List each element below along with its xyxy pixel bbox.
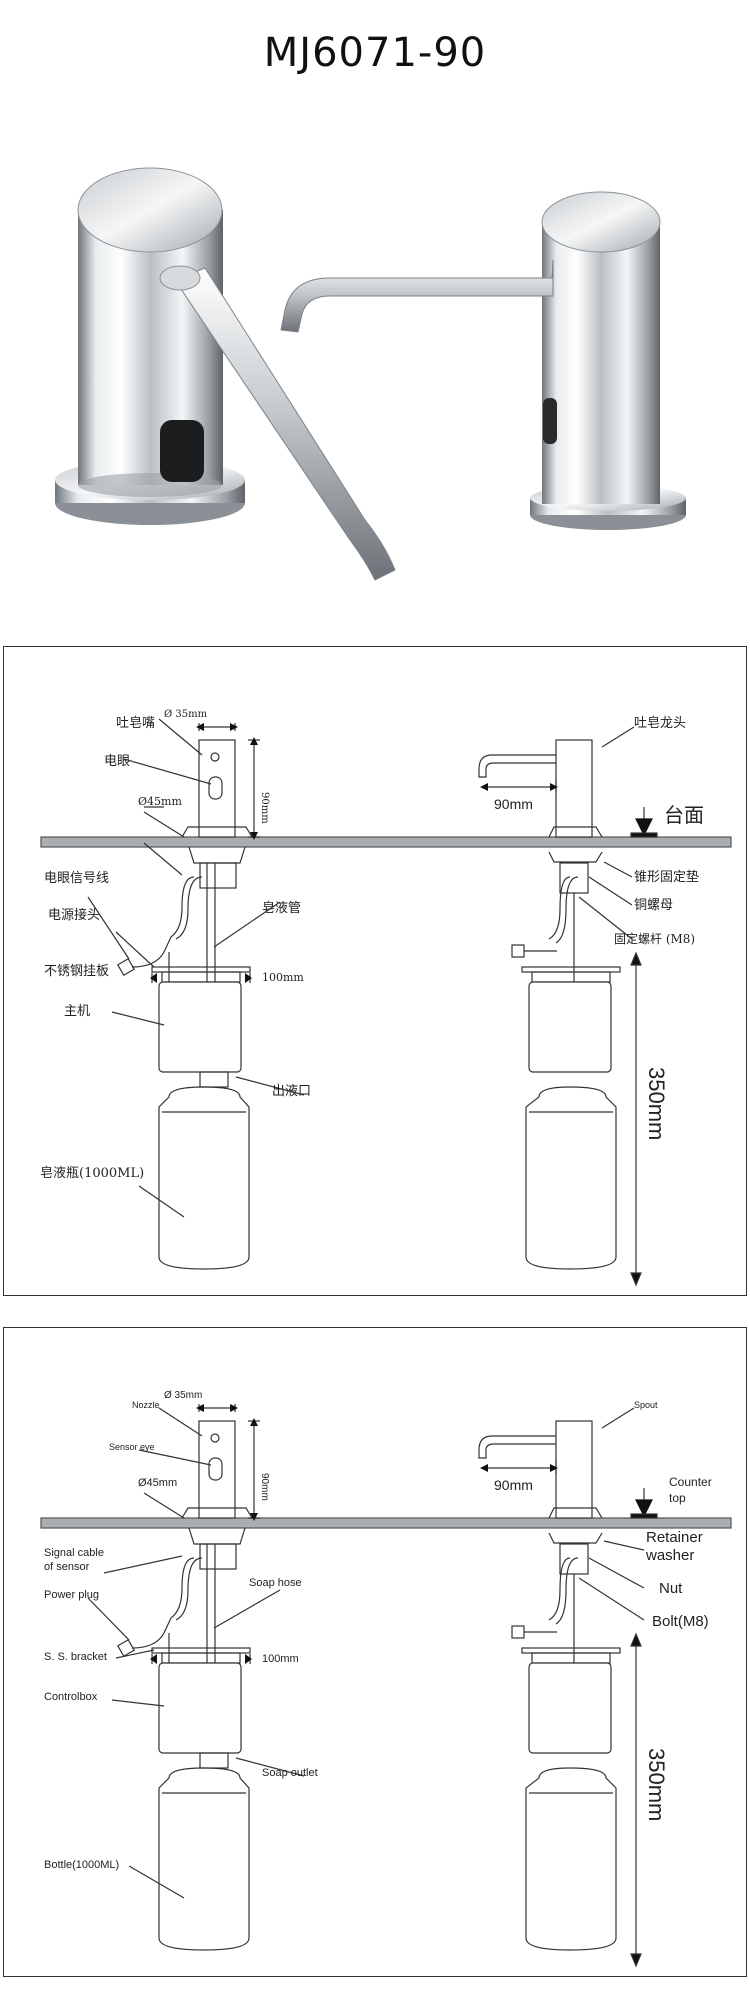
label-diameter-top: Ø 35mm [164,1390,202,1401]
label-controlbox: 主机 [64,1004,90,1019]
installation-diagram-english: Ø 35mm Nozzle Sensor eye 90mm Ø45mm Sign… [40,1390,732,1968]
label-bottle: Bottle(1000ML) [44,1859,119,1871]
label-bottle: 皂液瓶(1000ML) [40,1166,144,1181]
label-bracket-dim: 100mm [262,971,304,984]
label-height-dim: 90mm [259,792,270,824]
label-sensor-eye: 电眼 [104,754,130,769]
label-signal-cable-2: of sensor [44,1561,90,1573]
label-counter-top: 台面 [664,803,704,827]
label-power-plug: Power plug [44,1589,99,1601]
label-spout-dim: 90mm [494,1477,533,1493]
label-sensor-eye: Sensor eye [109,1442,155,1452]
label-counter-top-2: top [669,1491,686,1505]
soap-dispenser-photo [55,167,686,581]
label-diameter-top: Ø 35mm [164,709,208,720]
label-spout-dim: 90mm [494,796,533,812]
dispenser-right [280,191,686,530]
label-nut: 铜螺母 [634,898,673,913]
label-power-plug: 电源接头 [48,907,100,923]
label-soap-outlet: 出液口 [272,1084,311,1099]
label-bracket: 不锈钢挂板 [44,964,109,979]
dispenser-left [55,167,396,581]
label-retainer-washer-1: Retainer [646,1529,703,1546]
label-diameter-base: Ø45mm [138,795,182,808]
label-bolt: 固定螺杆 (M8) [614,931,695,946]
label-bracket: S. S. bracket [44,1651,107,1663]
label-height-dim: 90mm [259,1473,270,1501]
label-diameter-base: Ø45mm [138,1477,177,1489]
diagram-panel-english: Ø 35mm Nozzle Sensor eye 90mm Ø45mm Sign… [3,1327,747,1977]
label-signal-cable: 电眼信号线 [44,871,109,886]
product-photo [0,150,750,600]
label-total-dim: 350mm [644,1067,669,1140]
label-counter-top-1: Counter [669,1475,712,1489]
label-soap-outlet: Soap outlet [262,1767,318,1779]
label-soap-hose: 皂液管 [262,901,301,916]
label-signal-cable-1: Signal cable [44,1547,104,1559]
label-retainer-washer-2: washer [645,1547,694,1564]
label-spout: 吐皂龙头 [634,716,686,731]
label-nut: Nut [659,1580,683,1597]
label-nozzle: 吐皂嘴 [116,716,155,731]
label-spout: Spout [634,1400,658,1410]
label-controlbox: Controlbox [44,1691,98,1703]
diagram-panel-chinese: Ø 35mm 吐皂嘴 电眼 90mm Ø45mm 电眼信号线 电源接头 不锈钢挂… [3,646,747,1296]
installation-diagram-chinese: Ø 35mm 吐皂嘴 电眼 90mm Ø45mm 电眼信号线 电源接头 不锈钢挂… [40,709,732,1287]
label-soap-hose: Soap hose [249,1577,302,1589]
page-title: MJ6071-90 [263,30,487,76]
label-retainer-washer: 锥形固定垫 [634,869,699,885]
label-bracket-dim: 100mm [262,1653,299,1665]
label-total-dim: 350mm [644,1748,669,1821]
label-nozzle: Nozzle [132,1400,160,1410]
label-bolt: Bolt(M8) [652,1613,709,1630]
